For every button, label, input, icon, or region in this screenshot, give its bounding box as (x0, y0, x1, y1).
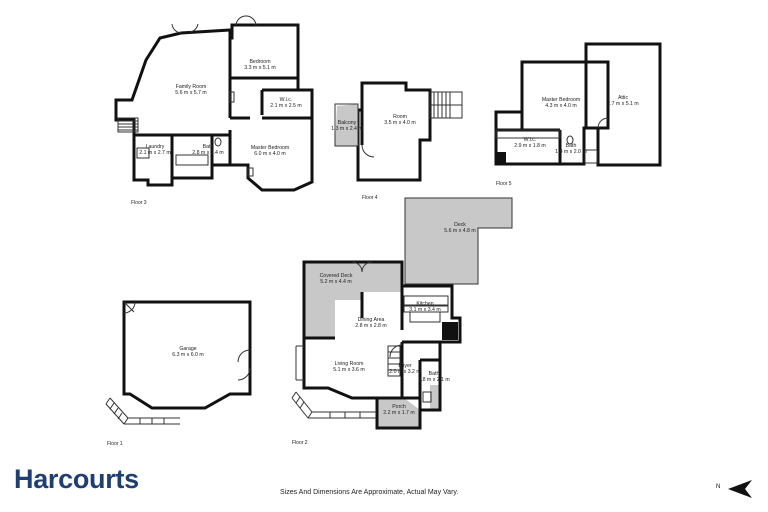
floor-5-plan (494, 42, 662, 167)
north-label: N (716, 484, 720, 490)
floor-4-plan (334, 81, 463, 182)
room-dims: 1.8 m x 2.1 m (418, 377, 449, 383)
room-name: Laundry (146, 144, 165, 150)
floor-4-labels: Room 3.5 m x 4.0 m Balcony 1.3 m x 2.4 m… (331, 114, 415, 201)
room-name: Bedroom (249, 59, 270, 65)
room-dims: 3.1 m x 3.4 m (409, 307, 440, 313)
room-name: Room (393, 114, 407, 120)
floor-2-labels: Deck 5.6 m x 4.8 m Covered Deck 5.2 m x … (292, 222, 476, 446)
room-dims: 5.2 m x 4.4 m (320, 279, 351, 285)
room-name: Living Room (335, 361, 364, 367)
floor-label: Floor 3 (131, 200, 147, 206)
room-dims: 1.8 m x 2.0 m (555, 149, 586, 155)
room-dims: 2.1 m x 2.5 m (270, 103, 301, 109)
room-dims: 4.3 m x 4.0 m (545, 103, 576, 109)
room-dims: 2.0 m x 3.2 m (389, 369, 420, 375)
room-dims: 6.3 m x 6.0 m (172, 352, 203, 358)
room-dims: 5.6 m x 5.7 m (175, 90, 206, 96)
room-dims: 2.2 m x 1.7 m (383, 410, 414, 416)
harcourts-logo: Harcourts (14, 464, 139, 494)
room-name: Kitchen (416, 301, 433, 307)
floor-1-plan (105, 300, 252, 425)
room-name: Family Room (176, 84, 207, 90)
room-dims: 2.8 m x 2.4 m (192, 150, 223, 156)
room-dims: 2.8 m x 2.8 m (355, 323, 386, 329)
floor-5-labels: Master Bedroom 4.3 m x 4.0 m Attic 2.7 m… (496, 95, 639, 187)
room-name: Porch (392, 404, 406, 410)
floor-3-plan (114, 15, 314, 192)
floor-label: Floor 1 (107, 441, 123, 447)
room-name: Bath (203, 144, 214, 150)
room-name: Attic (618, 95, 628, 101)
room-name: Deck (454, 222, 466, 228)
floor-label: Floor 4 (362, 195, 378, 201)
room-dims: 3.5 m x 4.0 m (384, 120, 415, 126)
room-name: Master Bedroom (251, 145, 289, 151)
room-name: Garage (179, 346, 196, 352)
room-name: Foyer (398, 363, 412, 369)
room-name: Bath (566, 143, 577, 149)
room-name: Dining Area (358, 317, 385, 323)
room-dims: 2.7 m x 5.1 m (607, 101, 638, 107)
floor-2-plan (291, 197, 513, 430)
room-name: W.i.c. (280, 97, 293, 103)
room-dims: 1.3 m x 2.4 m (331, 126, 362, 132)
room-name: W.i.c. (524, 137, 537, 143)
room-name: Master Bedroom (542, 97, 580, 103)
room-dims: 2.9 m x 1.8 m (514, 143, 545, 149)
room-name: Bath (429, 371, 440, 377)
floor-3-labels: Family Room 5.6 m x 5.7 m Bedroom 3.3 m … (131, 59, 302, 206)
floor-label: Floor 2 (292, 440, 308, 446)
room-dims: 5.1 m x 3.6 m (333, 367, 364, 373)
floor-label: Floor 5 (496, 181, 512, 187)
north-arrow-icon: N (716, 480, 752, 498)
room-name: Balcony (338, 120, 357, 126)
room-dims: 2.1 m x 2.7 m (139, 150, 170, 156)
disclaimer-text: Sizes And Dimensions Are Approximate, Ac… (280, 489, 459, 496)
room-dims: 5.6 m x 4.8 m (444, 228, 475, 234)
room-dims: 6.0 m x 4.0 m (254, 151, 285, 157)
floor-1-labels: Garage 6.3 m x 6.0 m Floor 1 (107, 346, 204, 447)
room-dims: 3.3 m x 5.1 m (244, 65, 275, 71)
room-name: Covered Deck (320, 273, 353, 279)
